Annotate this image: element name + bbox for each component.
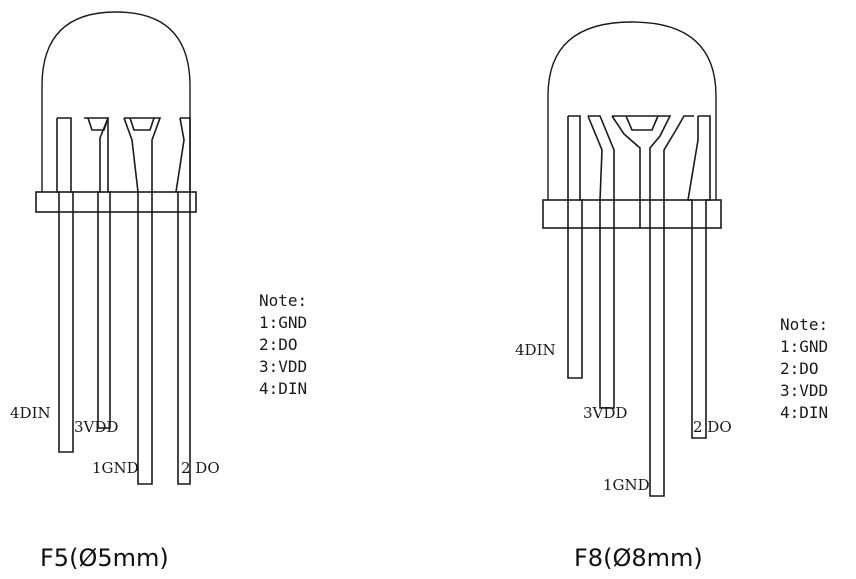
f8-label-do: 2 DO bbox=[693, 418, 732, 436]
f8-note: Note: 1:GND 2:DO 3:VDD 4:DIN bbox=[780, 314, 828, 424]
f8-note-item: 2:DO bbox=[780, 359, 819, 378]
f8-pin-gnd bbox=[649, 200, 665, 497]
f5-cup-left bbox=[87, 117, 109, 131]
f8-dome-outline bbox=[547, 21, 717, 200]
f8-cup-inner bbox=[625, 115, 659, 131]
f8-pin-gnd-upper bbox=[639, 115, 694, 228]
f8-pin-din bbox=[567, 115, 583, 379]
f5-note-item: 1:GND bbox=[259, 313, 308, 332]
f5-note-item: 3:VDD bbox=[259, 357, 308, 376]
f8-note-title: Note: bbox=[780, 315, 829, 334]
f5-label-din: 4DIN bbox=[10, 404, 51, 422]
f5-dome-outline bbox=[41, 11, 191, 192]
f5-note: Note: 1:GND 2:DO 3:VDD 4:DIN bbox=[259, 290, 307, 400]
f8-label-gnd: 1GND bbox=[603, 476, 650, 494]
f5-note-title: Note: bbox=[259, 291, 308, 310]
f5-label-gnd: 1GND bbox=[92, 459, 139, 477]
f5-label-do: 2 DO bbox=[181, 459, 220, 477]
f5-pin-gnd bbox=[123, 117, 162, 485]
f8-pin-vdd bbox=[587, 115, 615, 409]
f5-led-drawing: 4DIN 3VDD 1GND 2 DO bbox=[10, 11, 220, 485]
f8-note-item: 4:DIN bbox=[780, 403, 829, 422]
f8-label-vdd: 3VDD bbox=[583, 404, 627, 422]
f8-flange bbox=[542, 199, 722, 229]
f5-caption: F5(Ø5mm) bbox=[40, 544, 169, 572]
f5-pin-vdd bbox=[84, 117, 111, 429]
f5-cup-right bbox=[129, 117, 155, 131]
f5-label-vdd: 3VDD bbox=[74, 418, 118, 436]
f8-label-din: 4DIN bbox=[515, 341, 556, 359]
f8-cup bbox=[611, 115, 672, 200]
f5-pin-din bbox=[56, 117, 74, 453]
f8-caption: F8(Ø8mm) bbox=[574, 544, 703, 572]
f5-pin-do bbox=[175, 117, 191, 485]
f8-note-item: 3:VDD bbox=[780, 381, 829, 400]
f8-led-drawing: 4DIN 3VDD 1GND 2 DO bbox=[515, 21, 732, 497]
f5-flange bbox=[35, 191, 197, 213]
f8-note-item: 1:GND bbox=[780, 337, 829, 356]
f5-note-item: 2:DO bbox=[259, 335, 298, 354]
f5-note-item: 4:DIN bbox=[259, 379, 308, 398]
f8-pin-do bbox=[687, 115, 711, 439]
